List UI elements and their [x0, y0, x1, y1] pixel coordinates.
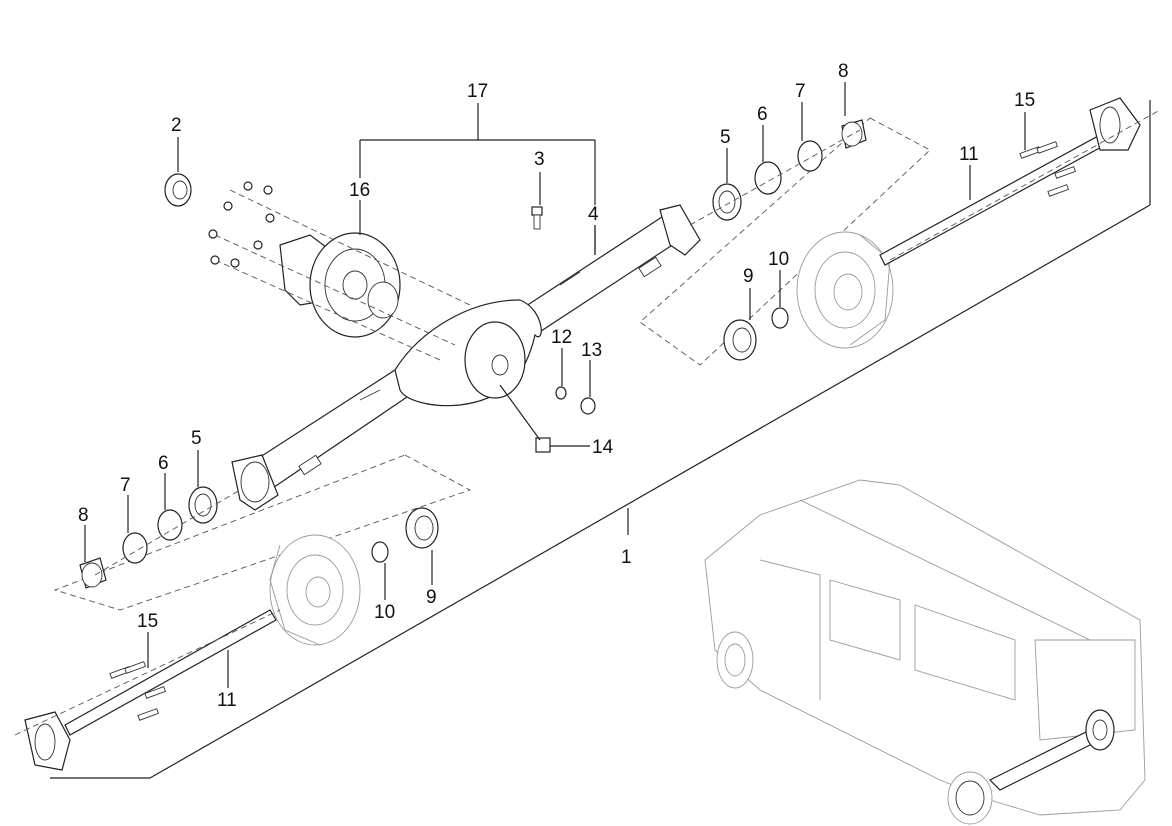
left-axle-shaft — [14, 609, 281, 771]
dashed-group-right — [639, 117, 931, 366]
callout-14: 14 — [592, 437, 614, 458]
left-bearing-stack — [79, 486, 241, 589]
carrier-nuts — [208, 181, 275, 268]
pinion-seal — [164, 173, 192, 207]
callout-17: 17 — [467, 81, 488, 102]
breather — [531, 206, 543, 230]
callout-11-right: 11 — [959, 144, 979, 165]
callout-1: 1 — [621, 547, 632, 568]
callout-8-right: 8 — [838, 61, 849, 82]
right-bearing-stack — [689, 119, 867, 226]
callout-15-right: 15 — [1014, 90, 1035, 111]
callout-16: 16 — [349, 180, 370, 201]
callout-2: 2 — [171, 115, 182, 136]
callout-10-right: 10 — [768, 249, 789, 270]
callout-13: 13 — [581, 340, 602, 361]
callout-10-left: 10 — [374, 602, 395, 623]
callout-3: 3 — [534, 149, 545, 170]
left-wheel-studs — [109, 661, 166, 721]
van-illustration — [704, 479, 1146, 825]
callout-9-right: 9 — [743, 266, 754, 287]
drain-plug-parts — [499, 384, 596, 453]
callout-12: 12 — [551, 327, 572, 348]
callout-4: 4 — [588, 204, 599, 225]
callout-9-left: 9 — [426, 587, 437, 608]
differential-carrier — [214, 189, 471, 361]
bracket-17 — [359, 103, 596, 255]
dashed-group-left — [53, 454, 472, 611]
callout-8-left: 8 — [78, 505, 89, 526]
callout-5-right: 5 — [720, 127, 731, 148]
callout-7-left: 7 — [120, 475, 131, 496]
right-wheel-bearing — [723, 307, 789, 361]
left-brake-plate — [269, 534, 361, 646]
assembly-outline — [50, 100, 1151, 779]
callout-15-left: 15 — [137, 611, 158, 632]
callout-11-left: 11 — [217, 690, 237, 711]
callout-6-left: 6 — [158, 453, 169, 474]
callout-labels: 1 2 3 4 5 6 7 8 9 10 11 12 13 14 15 16 1… — [78, 61, 1035, 711]
callout-7-right: 7 — [795, 81, 806, 102]
axle-housing — [231, 204, 701, 511]
left-wheel-bearing — [371, 507, 439, 563]
callout-5-left: 5 — [191, 428, 202, 449]
right-wheel-studs — [1019, 141, 1076, 197]
leader-lines — [84, 82, 1026, 688]
right-axle-shaft — [879, 97, 1161, 266]
callout-6-right: 6 — [757, 104, 768, 125]
right-brake-plate — [796, 231, 894, 349]
